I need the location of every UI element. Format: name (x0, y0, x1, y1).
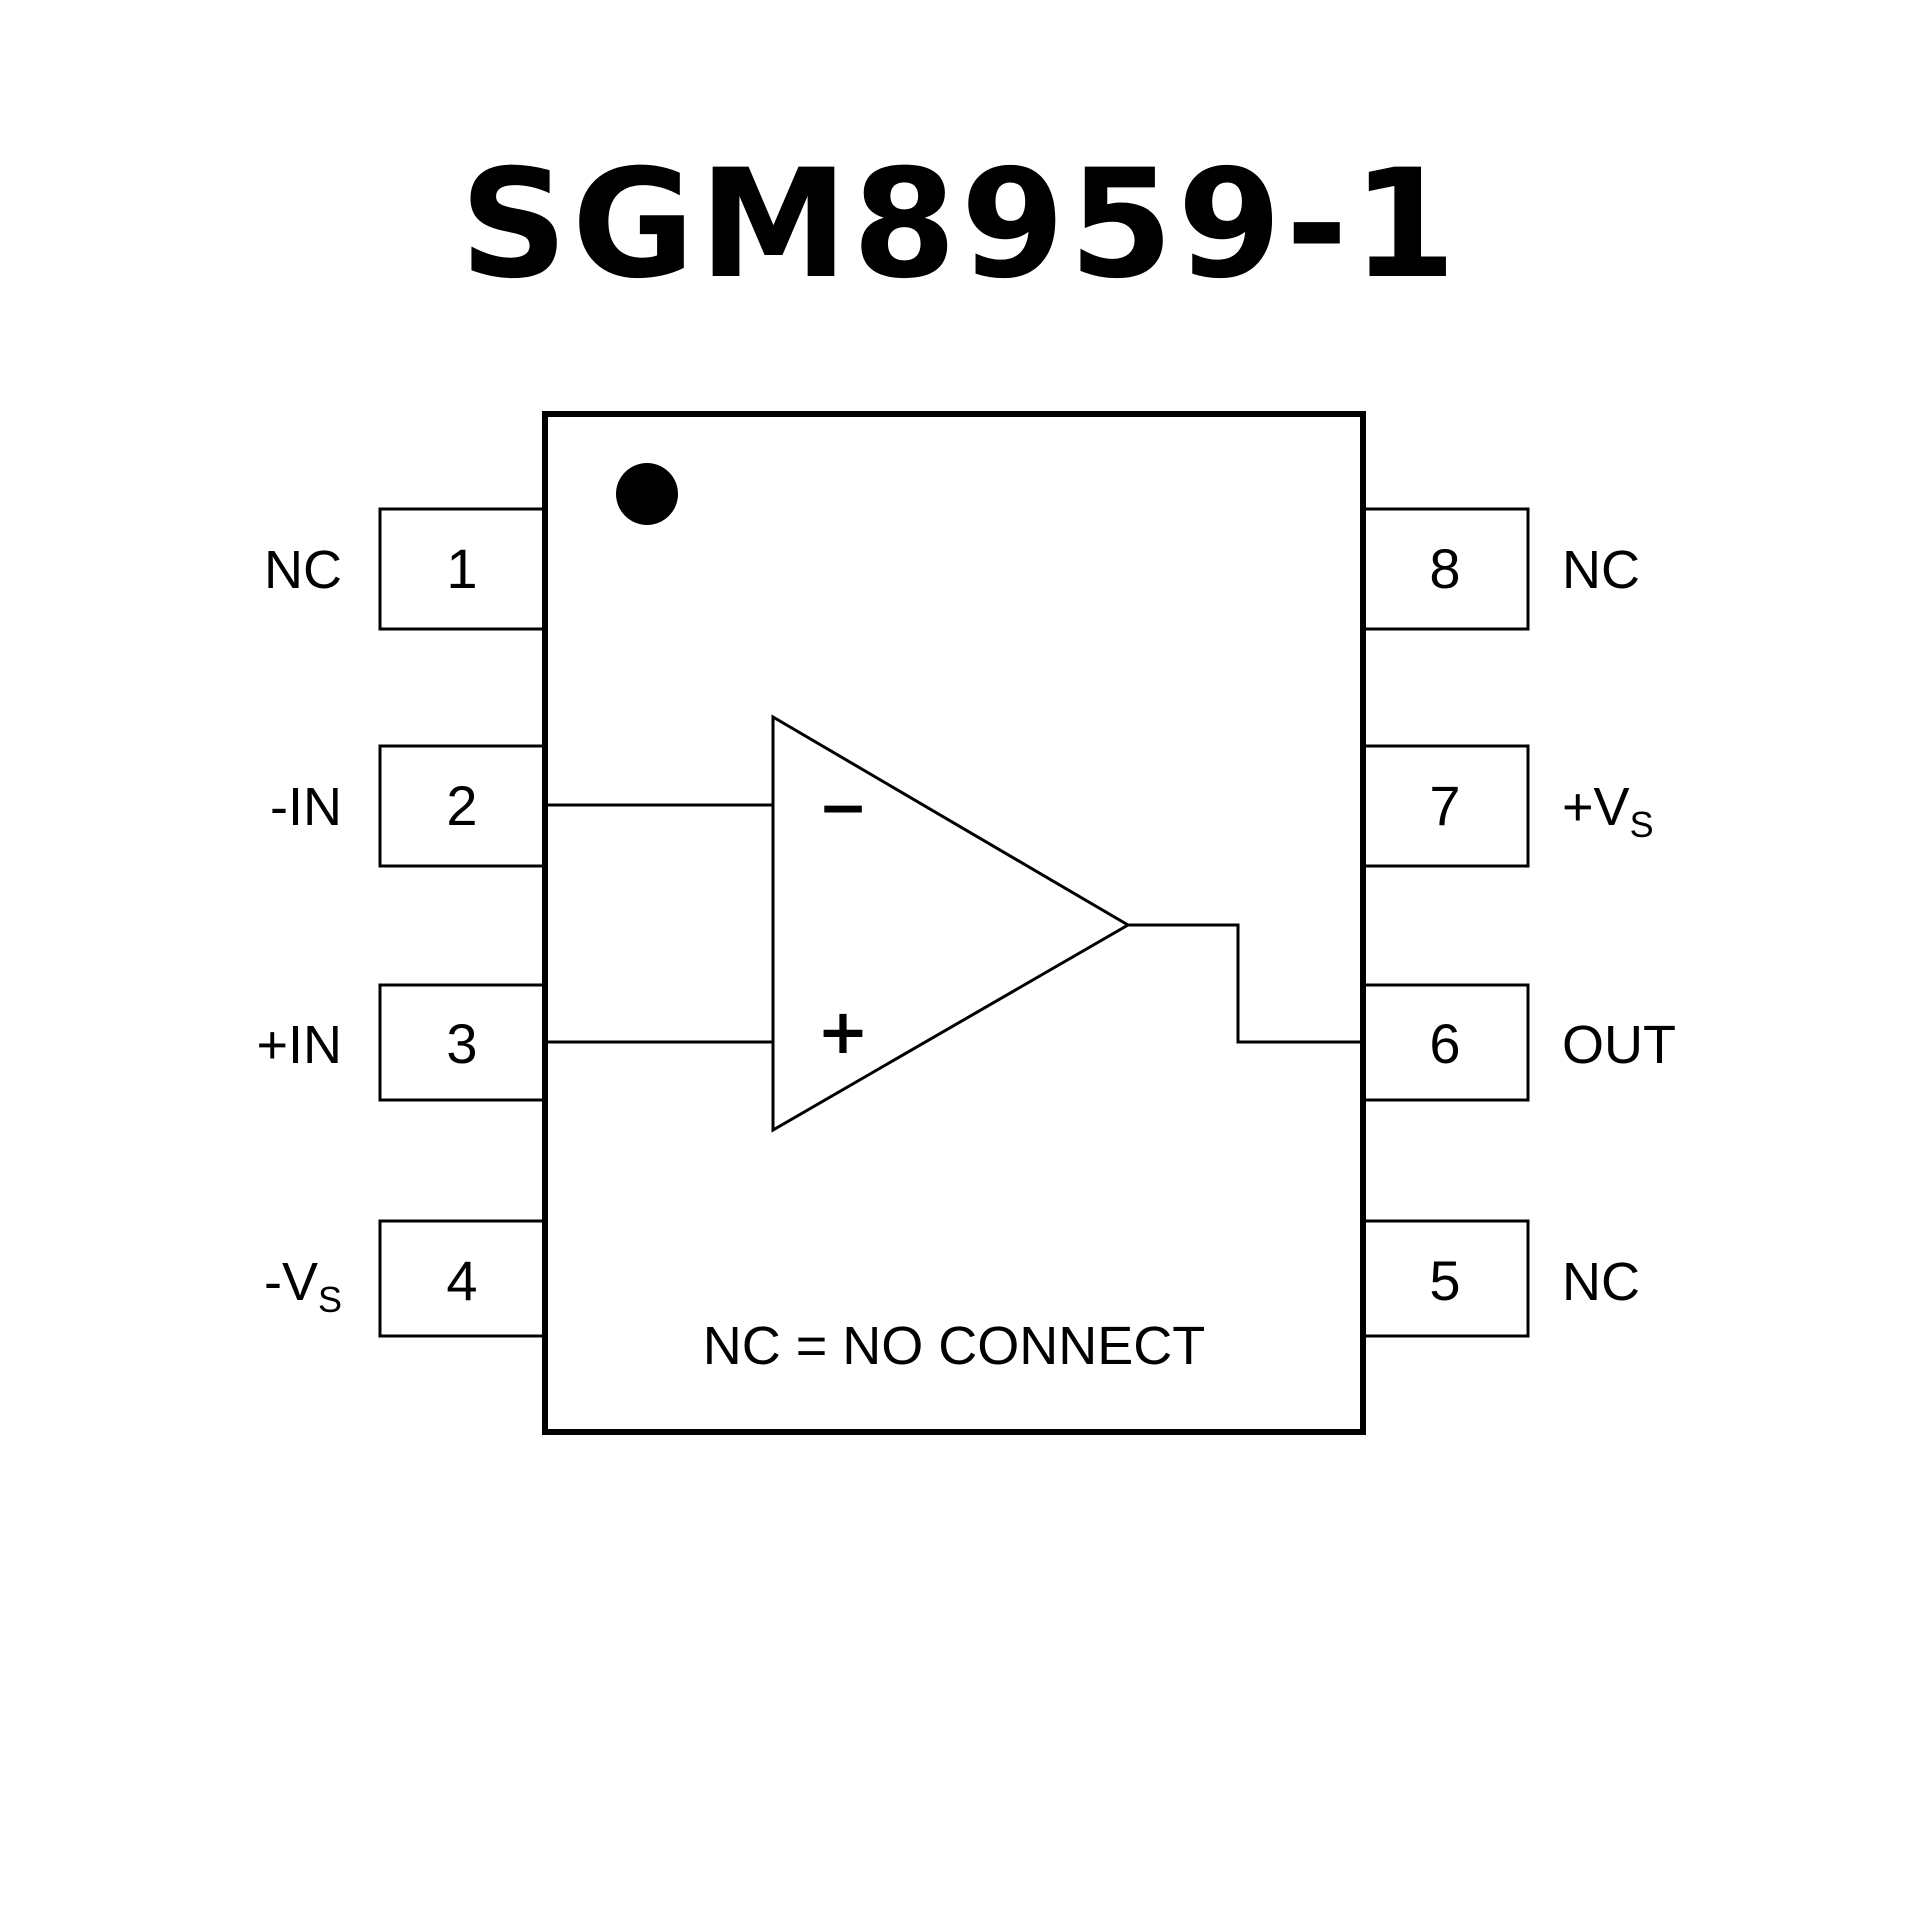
pin-box (1361, 507, 1530, 631)
pin-2: 2 -IN (270, 744, 547, 868)
pin-box (378, 983, 547, 1102)
opamp-triangle (771, 714, 1131, 1133)
pin-number: 2 (446, 774, 477, 837)
pin-box (378, 507, 547, 631)
pin-6: 6 OUT (1361, 983, 1676, 1102)
pin-number: 3 (446, 1012, 477, 1075)
wire-output (1128, 923, 1360, 1044)
pin-number: 6 (1429, 1012, 1460, 1075)
pin-5: 5 NC (1361, 1219, 1640, 1338)
pin-name: -IN (270, 777, 342, 837)
pin-box (1361, 983, 1530, 1102)
pin-name: OUT (1562, 1015, 1676, 1075)
pin-box (378, 744, 547, 868)
nc-legend-note: NC = NO CONNECT (703, 1316, 1206, 1376)
pin-name: +IN (256, 1015, 342, 1075)
pin-name: NC (264, 540, 342, 600)
pin-3: 3 +IN (256, 983, 547, 1102)
pin-box (1361, 1219, 1530, 1338)
pin-box (1361, 744, 1530, 868)
inverting-input-symbol: − (818, 773, 868, 843)
pin-number: 4 (446, 1249, 477, 1312)
pin-name: +VS (1562, 777, 1654, 845)
pin-4: 4 -VS (264, 1219, 547, 1338)
pin-number: 8 (1429, 537, 1460, 600)
pin-number: 7 (1429, 774, 1460, 837)
pin-name: NC (1562, 540, 1640, 600)
pin-number: 5 (1429, 1249, 1460, 1312)
pin-1: 1 NC (264, 507, 547, 631)
noninverting-input-symbol: + (817, 995, 869, 1068)
pin-number: 1 (446, 537, 477, 600)
pin1-orientation-dot (616, 463, 678, 525)
pin-box (378, 1219, 547, 1338)
pin-name: NC (1562, 1252, 1640, 1312)
pin-8: 8 NC (1361, 507, 1640, 631)
pin-name: -VS (264, 1252, 342, 1320)
package-body (542, 411, 1366, 1435)
part-number-title: SGM8959-1 (459, 138, 1461, 312)
pin-7: 7 +VS (1361, 744, 1654, 868)
